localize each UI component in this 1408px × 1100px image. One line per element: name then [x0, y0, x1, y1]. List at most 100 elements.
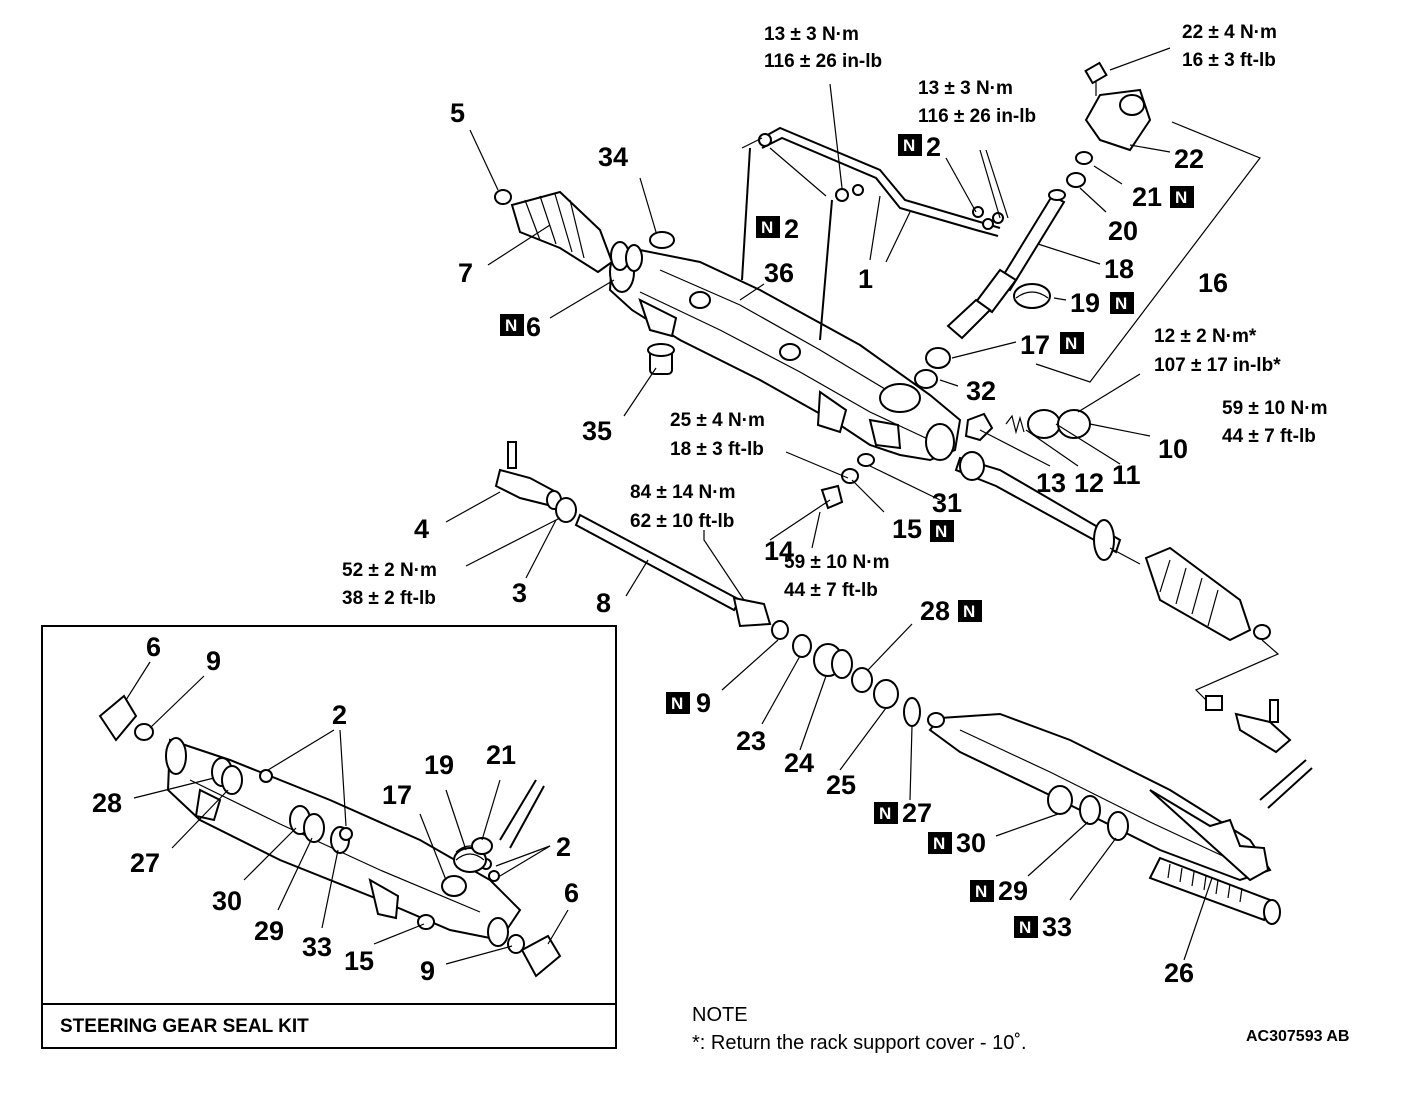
callout-20: 20: [1108, 216, 1138, 246]
callout-26: 26: [1164, 958, 1194, 988]
kit-callout-21: 21: [486, 740, 516, 770]
torque-nut-14-ftlb: 44 ± 7 ft-lb: [784, 580, 878, 601]
torque-tie-rod-ftlb: 62 ± 10 ft-lb: [630, 511, 734, 532]
boot-right: [1144, 546, 1271, 642]
kit-callout-2-right: 2: [556, 832, 571, 862]
torque-bolt-15-ftlb: 18 ± 3 ft-lb: [670, 439, 764, 460]
svg-text:N: N: [963, 602, 975, 621]
n-marker: N: [898, 134, 922, 156]
callout-15: 15: [892, 514, 922, 544]
n-marker: N: [930, 520, 954, 542]
callout-22: 22: [1174, 144, 1204, 174]
callout-10: 10: [1158, 434, 1188, 464]
callout-32: 32: [966, 376, 996, 406]
torque-bolt-15-nm: 25 ± 4 N·m: [670, 410, 765, 431]
n-marker: N: [1110, 292, 1134, 314]
callout-19: 19: [1070, 288, 1100, 318]
callout-3: 3: [512, 578, 527, 608]
pinion-valve-18: [946, 189, 1066, 340]
torque-tie-end-nm: 52 ± 2 N·m: [342, 560, 437, 581]
svg-text:N: N: [1175, 188, 1187, 207]
washer-20: [1066, 172, 1086, 188]
callout-17: 17: [1020, 330, 1050, 360]
callout-18: 18: [1104, 254, 1134, 284]
callout-35: 35: [582, 416, 612, 446]
callout-21: 21: [1132, 182, 1162, 212]
callout-23: 23: [736, 726, 766, 756]
torque-tie-rod-nm: 84 ± 14 N·m: [630, 482, 735, 503]
torque-locknut-ftlb: 44 ± 7 ft-lb: [1222, 426, 1316, 447]
callout-33: 33: [1042, 912, 1072, 942]
callout-1: 1: [858, 264, 873, 294]
oring-27: [903, 697, 921, 727]
callout-2-pipe-left: 2: [784, 214, 799, 244]
n-marker: N: [928, 832, 952, 854]
torque-rack-cover-inlb: 107 ± 17 in-lb*: [1154, 355, 1281, 376]
boot-left: [494, 189, 630, 274]
seal-31: [857, 453, 875, 467]
rack-right: [954, 451, 1141, 565]
spring-19: [1013, 283, 1051, 309]
seal-32: [914, 369, 938, 389]
callout-5: 5: [450, 98, 465, 128]
callout-9: 9: [696, 688, 711, 718]
seal-kit-title: STEERING GEAR SEAL KIT: [60, 1016, 309, 1037]
n-marker: N: [1014, 916, 1038, 938]
torque-nut-14-nm: 59 ± 10 N·m: [784, 552, 889, 573]
svg-text:N: N: [761, 218, 773, 237]
callout-11: 11: [1112, 460, 1141, 490]
torque-locknut: 59 ± 10 N·m 44 ± 7 ft-lb: [1222, 398, 1327, 447]
callout-29: 29: [998, 876, 1028, 906]
callout-6: 6: [526, 312, 541, 342]
callout-28: 28: [920, 596, 950, 626]
callout-27: 27: [902, 798, 932, 828]
torque-pipe-right-inlb: 116 ± 26 in-lb: [918, 106, 1036, 127]
torque-pipe-right-nm: 13 ± 3 N·m: [918, 78, 1013, 99]
n-marker: N: [970, 880, 994, 902]
seal-ring-34: [649, 231, 675, 249]
torque-rack-cover: 12 ± 2 N·m* 107 ± 17 in-lb*: [1154, 326, 1281, 376]
kit-callout-33: 33: [302, 932, 332, 962]
gear-housing: [608, 248, 962, 462]
n-marker: N: [1170, 186, 1194, 208]
bushing-24: [813, 643, 853, 679]
n-marker: N: [958, 600, 982, 622]
seal-kit-drawing: [98, 694, 562, 978]
callout-24: 24: [784, 748, 814, 778]
svg-text:N: N: [671, 694, 683, 713]
bracket-22: [1084, 61, 1152, 152]
torque-bracket-ftlb: 16 ± 3 ft-lb: [1182, 50, 1276, 71]
svg-text:N: N: [975, 882, 987, 901]
locknut-10: [1057, 409, 1091, 439]
callout-13: 13: [1036, 468, 1066, 498]
kit-callout-30: 30: [212, 886, 242, 916]
kit-callout-6-bottom: 6: [564, 878, 579, 908]
figure-code: AC307593 AB: [1246, 1028, 1350, 1045]
callout-34: 34: [598, 142, 628, 172]
svg-text:N: N: [879, 804, 891, 823]
kit-callouts: 6 9 2 28 27 19 21 17 2 30 29 33 15 6 9: [92, 632, 579, 986]
svg-text:N: N: [1019, 918, 1031, 937]
torque-tie-end-ftlb: 38 ± 2 ft-lb: [342, 588, 436, 609]
svg-text:N: N: [935, 522, 947, 541]
torque-tie-end: 52 ± 2 N·m 38 ± 2 ft-lb: [342, 560, 437, 609]
spring-12: [1005, 414, 1025, 435]
torque-pipe-right: 13 ± 3 N·m 116 ± 26 in-lb: [918, 78, 1036, 127]
kit-callout-17: 17: [382, 780, 412, 810]
nut-14: [820, 484, 844, 510]
tie-rod-8: [574, 513, 772, 628]
torque-pipe-left: 13 ± 3 N·m 116 ± 26 in-lb: [764, 24, 882, 72]
callout-31: 31: [932, 488, 962, 518]
kit-callout-9-bottom: 9: [420, 956, 435, 986]
callout-8: 8: [596, 588, 611, 618]
cover-11: [1027, 409, 1061, 439]
callout-25: 25: [826, 770, 856, 800]
seal-28: [851, 667, 873, 693]
new-part-markers: N N N N N N N N N N N N N: [500, 134, 1194, 938]
torque-pipe-left-nm: 13 ± 3 N·m: [764, 24, 859, 45]
fluid-pipes: [741, 126, 1004, 341]
torque-bracket-nm: 22 ± 4 N·m: [1182, 22, 1277, 43]
locknut-3: [555, 497, 577, 523]
torque-locknut-nm: 59 ± 10 N·m: [1222, 398, 1327, 419]
